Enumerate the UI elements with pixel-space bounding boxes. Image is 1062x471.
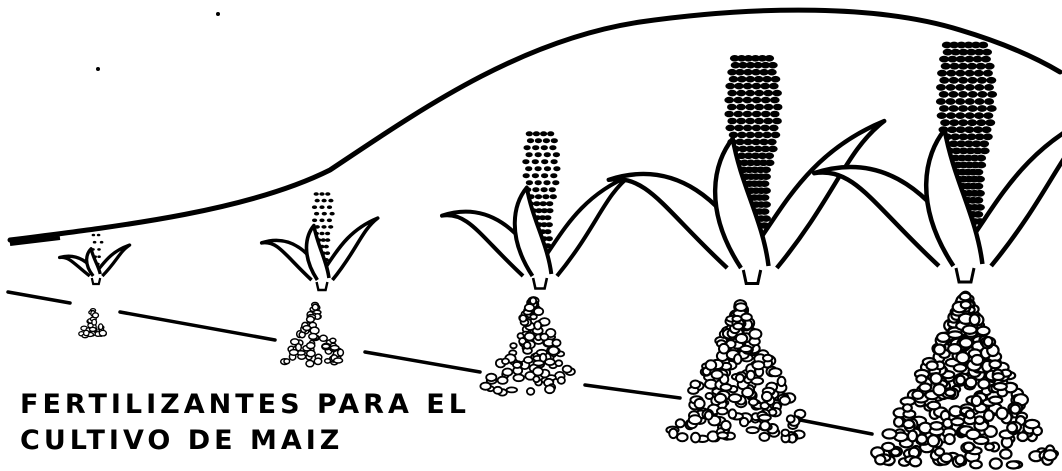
corn-ear-stage-2: [262, 192, 378, 290]
caption-line-1: FERTILIZANTES PARA EL: [20, 389, 460, 420]
caption-line-2: CULTIVO DE MAIZ: [20, 425, 460, 456]
fertilizer-pile-stage-4: [666, 300, 805, 442]
corn-plants: [60, 42, 1062, 290]
fertilizer-pile-stage-1: [79, 309, 107, 338]
ink-speck: [96, 67, 100, 71]
fertilizer-pile-stage-2: [281, 303, 344, 367]
corn-ear-stage-3: [442, 131, 630, 288]
corn-ear-stage-5: [814, 42, 1062, 282]
fertilizer-pile-stage-3: [480, 297, 575, 396]
corn-ear-stage-1: [60, 234, 130, 284]
fertilizer-pile-stage-5: [871, 292, 1058, 469]
ink-speck: [216, 12, 220, 16]
